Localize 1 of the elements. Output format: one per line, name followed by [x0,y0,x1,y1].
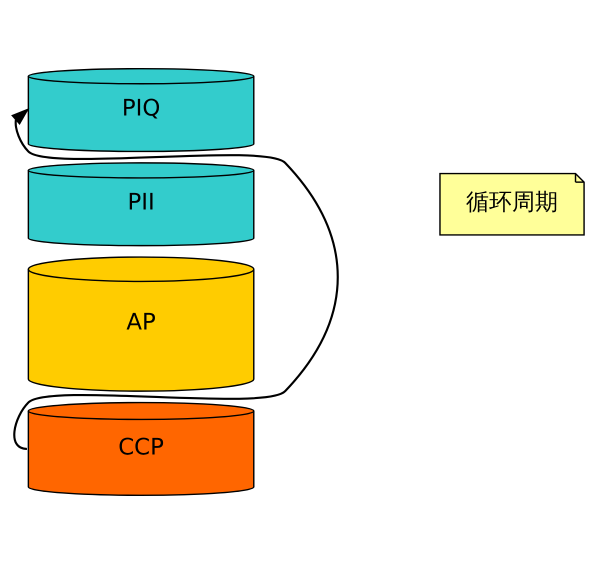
arrow [11,107,339,450]
